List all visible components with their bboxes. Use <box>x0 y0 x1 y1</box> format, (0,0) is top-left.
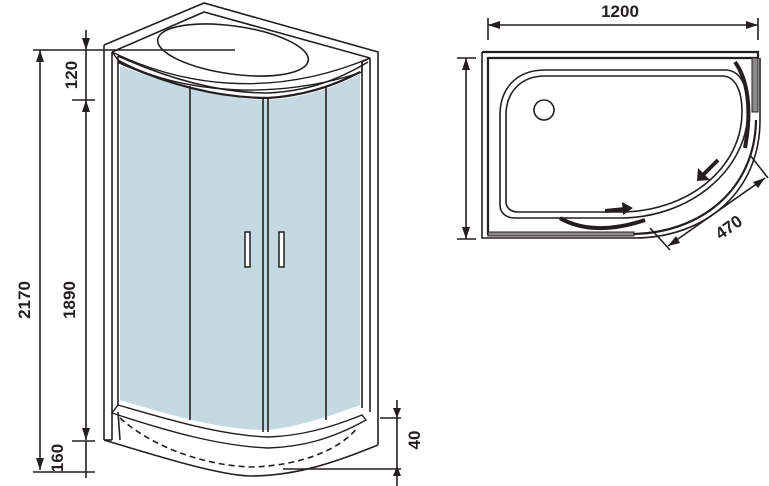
plan-view: 1200 <box>457 2 769 251</box>
slide-arrow-right-icon <box>604 202 633 215</box>
label-120: 120 <box>62 61 81 89</box>
door-handle-left <box>244 231 251 268</box>
label-1890: 1890 <box>60 281 79 319</box>
dimension-tray-step: 40 <box>283 400 424 486</box>
slide-arrow-left-icon <box>697 158 720 181</box>
dimension-door-height: 1890 <box>60 100 95 442</box>
dimension-depth <box>457 57 476 240</box>
dimension-total-height: 2170 <box>15 50 95 473</box>
dimension-top-section: 120 <box>62 30 95 101</box>
label-40: 40 <box>405 431 424 450</box>
drain-icon <box>533 99 555 121</box>
label-470: 470 <box>712 212 746 244</box>
label-1200: 1200 <box>601 2 639 21</box>
front-view: 2170 120 1890 160 40 <box>15 2 424 486</box>
label-2170: 2170 <box>15 281 34 319</box>
dimension-width: 1200 <box>487 2 759 40</box>
door-handle-right <box>278 231 285 268</box>
dimension-tray-height: 160 <box>48 441 87 478</box>
label-160: 160 <box>48 444 67 472</box>
